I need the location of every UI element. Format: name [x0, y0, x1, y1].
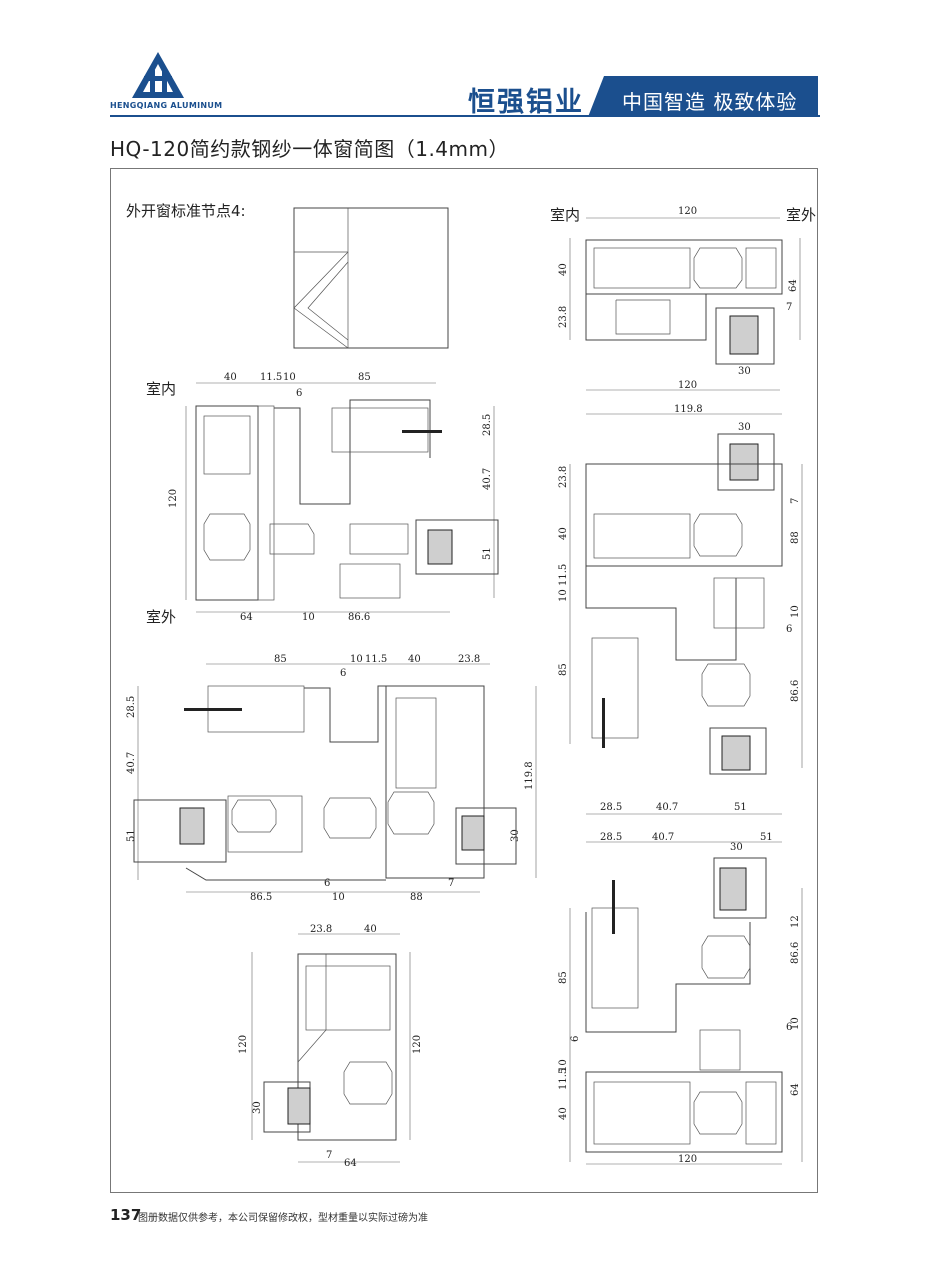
- dim-120-3b: 120: [412, 1035, 423, 1054]
- drawing-frame: [110, 168, 818, 1193]
- node-schematic: [293, 207, 449, 349]
- window-section-drawing: 外开窗标准节点4: 室内 室外 40 11.5 10 85 6 120 28.5…: [126, 202, 816, 1169]
- dim-23-8-5: 23.8: [558, 466, 569, 488]
- dim-10: 10: [283, 372, 296, 383]
- dim-28-5-5: 28.5: [600, 802, 622, 813]
- section-4: 室内 室外 120 40 23.8 64 7 120 30: [550, 206, 816, 391]
- dim-11-5-5: 11.5: [558, 564, 569, 586]
- dim-40-7-2: 40.7: [126, 752, 137, 774]
- dim-10-5: 10: [558, 589, 569, 602]
- dim-119-8: 119.8: [524, 761, 535, 790]
- dim-7-3: 7: [326, 1150, 332, 1161]
- dim-28-5-2: 28.5: [126, 696, 137, 718]
- dim-6-3: 6: [324, 878, 330, 889]
- dim-7: 7: [448, 878, 454, 889]
- dim-30-5: 30: [738, 422, 751, 433]
- dim-119-8-5: 119.8: [674, 404, 703, 415]
- dim-86-6: 86.6: [348, 612, 370, 623]
- outdoor-label-1: 室外: [146, 608, 176, 626]
- dim-28-5-6: 28.5: [600, 832, 622, 843]
- dim-30-4: 30: [738, 366, 751, 377]
- company-logo: [132, 52, 184, 98]
- dim-10-5b: 10: [790, 605, 801, 618]
- dim-120-3: 120: [238, 1035, 249, 1054]
- slogan-text: 中国智造 极致体验: [622, 90, 798, 114]
- dim-40: 40: [224, 372, 237, 383]
- dim-40-7-5: 40.7: [656, 802, 678, 813]
- dim-6-6: 6: [570, 1036, 581, 1042]
- dim-51-6: 51: [760, 832, 773, 843]
- dim-6-6b: 6: [786, 1022, 792, 1033]
- dim-120: 120: [168, 489, 179, 508]
- dim-10-2: 10: [350, 654, 363, 665]
- dim-88: 88: [410, 892, 423, 903]
- dim-40-6: 40: [558, 1107, 569, 1120]
- dim-64: 64: [240, 612, 253, 623]
- dim-40-3: 40: [364, 924, 377, 935]
- dim-10b: 10: [302, 612, 315, 623]
- node-label: 外开窗标准节点4:: [126, 202, 246, 220]
- section-6: 28.5 40.7 51 30 85 6 10 11.5 40 12 86.6 …: [558, 832, 803, 1165]
- dim-86-6-6: 86.6: [790, 942, 801, 964]
- slogan-banner: [588, 76, 818, 117]
- dim-85-5: 85: [558, 663, 569, 676]
- section-5: 119.8 23.8 40 11.5 10 85 7 88 10 6 86.6 …: [558, 404, 803, 815]
- section-2: 85 10 11.5 40 23.8 6 28.5 40.7 51 119.8 …: [126, 654, 537, 903]
- dim-28-5: 28.5: [482, 414, 493, 436]
- page-number: 137: [110, 1206, 142, 1224]
- dim-12-6: 12: [790, 915, 801, 928]
- dim-120-4: 120: [678, 206, 697, 217]
- dim-10-3: 10: [332, 892, 345, 903]
- dim-11-5-6: 11.5: [558, 1068, 569, 1090]
- dim-40-5: 40: [558, 527, 569, 540]
- dim-64-6: 64: [790, 1083, 801, 1096]
- dim-6-2: 6: [340, 668, 346, 679]
- dim-64-3: 64: [344, 1158, 357, 1169]
- dim-51-2: 51: [126, 829, 137, 842]
- dim-7-4: 7: [786, 302, 792, 313]
- dim-23-8: 23.8: [458, 654, 480, 665]
- dim-120-6: 120: [678, 1154, 697, 1165]
- dim-6: 6: [296, 388, 302, 399]
- dim-86-5: 86.5: [250, 892, 272, 903]
- dim-40-4: 40: [558, 263, 569, 276]
- dim-10-6b: 10: [790, 1017, 801, 1030]
- dim-11-5-2: 11.5: [365, 654, 387, 665]
- brand-name: 恒强铝业: [468, 87, 584, 118]
- dim-86-6-5: 86.6: [790, 680, 801, 702]
- dim-10-6: 10: [558, 1059, 569, 1072]
- outdoor-label-4: 室外: [786, 206, 816, 224]
- dim-40-7-6: 40.7: [652, 832, 674, 843]
- dim-30-6: 30: [730, 842, 743, 853]
- dim-6-5: 6: [786, 624, 792, 635]
- dim-23-8-4: 23.8: [558, 306, 569, 328]
- indoor-label-4: 室内: [550, 206, 580, 224]
- dim-120-4b: 120: [678, 380, 697, 391]
- dim-11-5: 11.5: [260, 372, 282, 383]
- dim-7-5: 7: [790, 498, 801, 504]
- dim-51: 51: [482, 547, 493, 560]
- logo-subtext: HENGQIANG ALUMINUM: [110, 101, 223, 110]
- header-divider: [110, 115, 820, 117]
- section-1: 室内 室外 40 11.5 10 85 6 120 28.5 40.7 51 6…: [146, 372, 499, 626]
- dim-51-5: 51: [734, 802, 747, 813]
- dim-85-2: 85: [274, 654, 287, 665]
- dim-40-2: 40: [408, 654, 421, 665]
- page-title: HQ-120简约款钢纱一体窗简图（1.4mm）: [110, 137, 509, 161]
- dim-23-8-3: 23.8: [310, 924, 332, 935]
- dim-30-3: 30: [252, 1101, 263, 1114]
- dim-40-7: 40.7: [482, 468, 493, 490]
- dim-64-4: 64: [788, 279, 799, 292]
- footer-note: 图册数据仅供参考，本公司保留修改权，型材重量以实际过磅为准: [138, 1213, 428, 1224]
- indoor-label-1: 室内: [146, 380, 176, 398]
- dim-85-6: 85: [558, 971, 569, 984]
- dim-85: 85: [358, 372, 371, 383]
- section-3: 23.8 40 120 120 30 7 64: [238, 924, 423, 1169]
- dim-88-5: 88: [790, 531, 801, 544]
